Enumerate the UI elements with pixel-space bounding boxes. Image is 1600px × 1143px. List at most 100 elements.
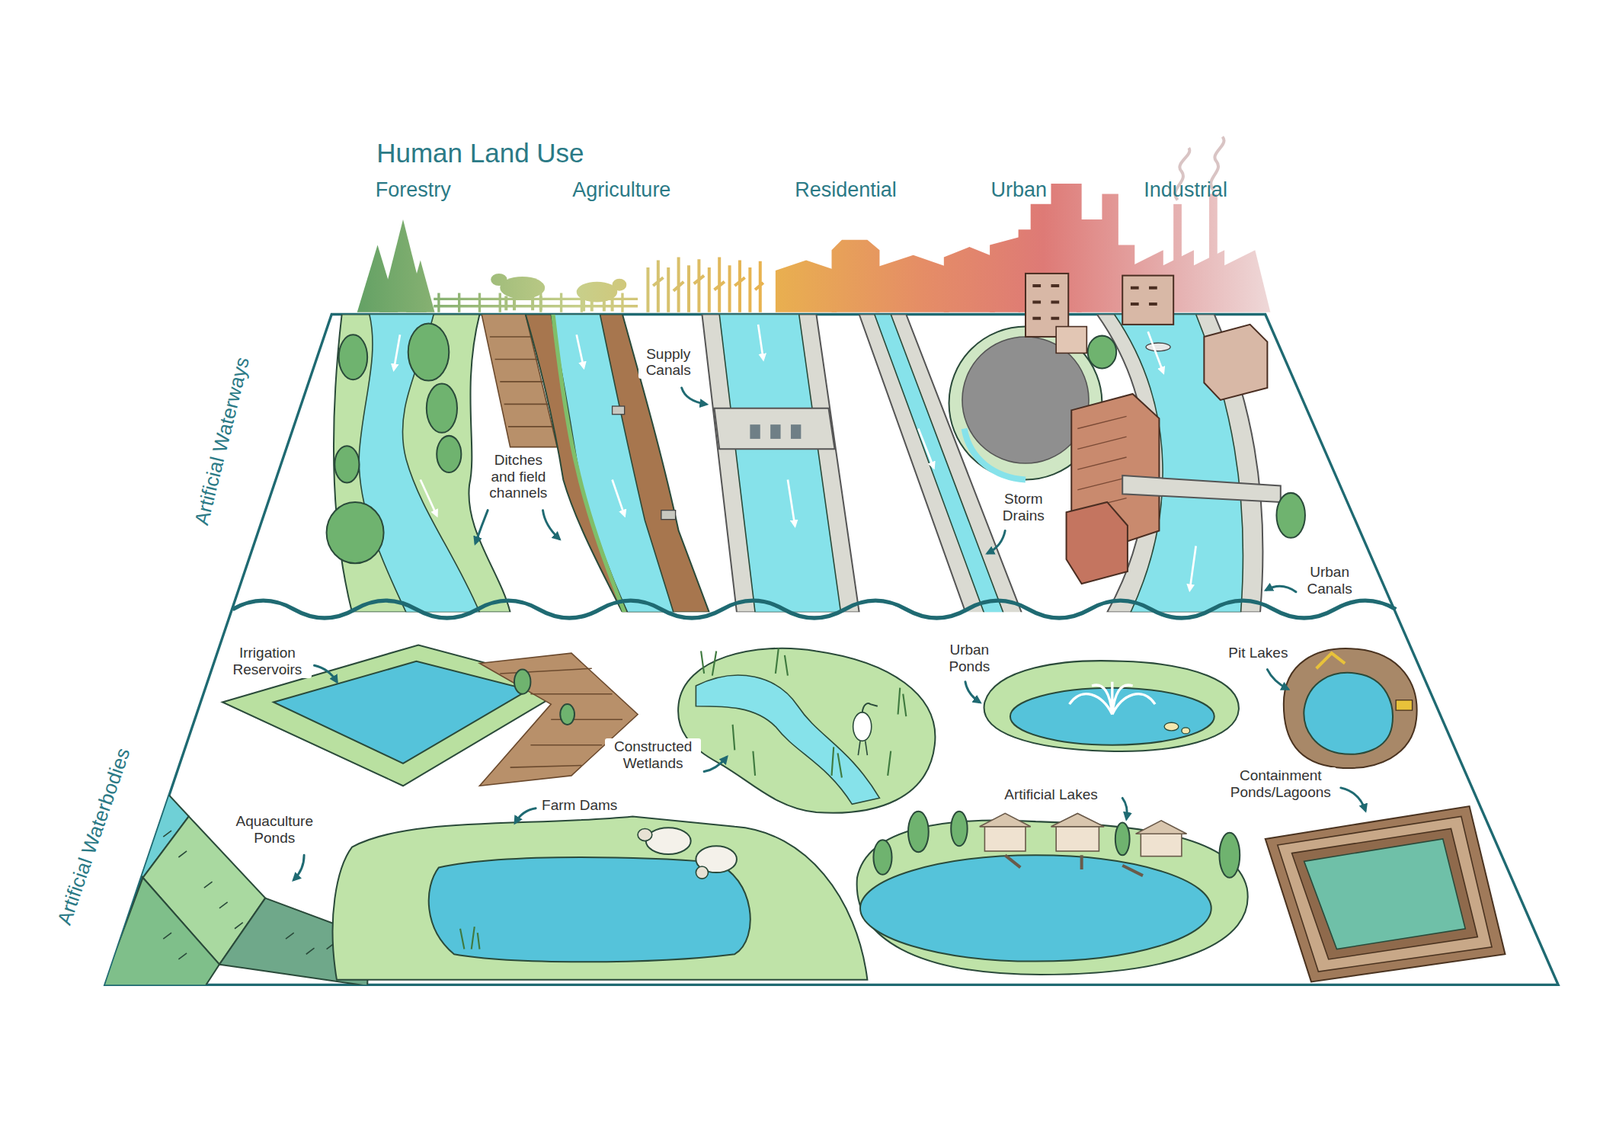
waterways-illustration: [962, 336, 1089, 464]
waterbodies-illustration: [853, 712, 872, 742]
waterbodies-illustration: [1283, 648, 1418, 768]
waterbodies-illustration: [514, 669, 531, 695]
waterbodies-illustration: [979, 812, 1031, 826]
land-use-label-anchor: Industrial: [1143, 178, 1228, 202]
waterbodies-illustration: [646, 827, 692, 855]
land-use-label-anchor: Residential: [794, 178, 897, 202]
waterways-illustration: [408, 323, 450, 381]
waterways-illustration: [612, 479, 625, 516]
waterbodies-illustration: [984, 660, 1239, 752]
urban-buildings: [1122, 275, 1174, 325]
waterbodies-illustration: [428, 857, 751, 962]
waterways-illustration: [426, 384, 458, 433]
land-use-skyline: [505, 295, 541, 311]
waterbodies-illustration: [1164, 722, 1179, 731]
waterways-illustration: [1145, 342, 1171, 352]
waterbodies-illustration: [1140, 832, 1182, 857]
waterways-illustration: [1077, 416, 1127, 510]
waterways-illustration: [719, 314, 841, 613]
waterbodies-illustration: [1277, 816, 1492, 972]
waterbodies-illustration: [102, 877, 220, 989]
callout-label-anchor: Farm Dams: [540, 796, 619, 814]
waterways-illustration: [964, 428, 1026, 480]
urban-buildings: [1203, 324, 1268, 400]
waterbodies-illustration: [860, 854, 1212, 961]
leader-arrow: [1267, 669, 1288, 689]
waterbodies-illustration: [695, 675, 880, 804]
waterbodies-illustration: [862, 703, 878, 713]
leader-arrow: [515, 808, 536, 823]
callout-label-anchor: Supply Canals: [638, 345, 699, 380]
callout-label-anchor: Storm Drains: [993, 490, 1054, 525]
land-use-label-anchor: Urban: [990, 178, 1047, 202]
waterways-illustration: [661, 510, 676, 520]
waterways-illustration: [436, 435, 461, 473]
callout-label-anchor: Aquaculture Ponds: [227, 812, 321, 847]
land-use-skyline: [775, 260, 837, 313]
waterways-illustration: [701, 314, 859, 613]
waterbodies-illustration: [1004, 854, 1143, 876]
waterways-illustration: [1066, 502, 1128, 584]
callout-label-anchor: Ditches and field channels: [480, 451, 557, 503]
section-label: Artificial Waterbodies: [52, 745, 135, 928]
urban-buildings: [1056, 326, 1087, 354]
waterbodies-illustration: [1050, 812, 1104, 826]
waterbodies-illustration: [560, 704, 575, 725]
divider-wave: [232, 600, 1396, 618]
waterways-illustration: [749, 424, 760, 439]
waterbodies-illustration: [1395, 700, 1412, 711]
callout-label: Storm Drains: [993, 490, 1054, 525]
land-use-skyline: [647, 257, 763, 313]
leader-arrow: [543, 510, 560, 540]
callout-label: Constructed Wetlands: [604, 738, 701, 772]
land-use-label: Residential: [794, 178, 897, 202]
callout-label: Artificial Lakes: [1002, 786, 1100, 804]
callout-label: Pit Lakes: [1226, 644, 1290, 662]
waterbodies-illustration: [1304, 838, 1466, 950]
waterbodies-illustration: [1136, 820, 1188, 834]
callout-label-anchor: Containment Ponds/Lagoons: [1225, 767, 1337, 801]
waterways-illustration: [420, 479, 437, 516]
waterbodies-illustration: [1316, 652, 1346, 669]
land-use-skyline: [490, 273, 507, 286]
callout-label: Urban Ponds: [940, 641, 998, 676]
waterbodies-illustration: [1219, 832, 1240, 878]
callout-label-anchor: Constructed Wetlands: [604, 738, 701, 772]
section-label: Artificial Waterways: [190, 354, 255, 527]
urban-buildings: [1025, 273, 1268, 400]
waterbodies-illustration: [637, 828, 653, 842]
diagram-title-anchor: Human Land Use: [376, 137, 584, 169]
callout-label-anchor: Urban Ponds: [940, 641, 998, 676]
land-use-skyline: [1209, 193, 1218, 267]
callout-label-anchor: Irrigation Reservoirs: [223, 644, 312, 679]
land-use-skyline: [1076, 193, 1119, 312]
waterbodies-illustration: [499, 668, 623, 768]
waterbodies-illustration: [908, 811, 929, 853]
waterbodies-illustration: [1069, 681, 1156, 715]
waterbodies-illustration: [1303, 672, 1393, 755]
waterways-illustration: [339, 334, 368, 380]
land-use-skyline: [583, 298, 613, 311]
callout-label: Aquaculture Ponds: [227, 812, 321, 847]
waterways-illustration: [553, 314, 625, 613]
land-use-skyline: [406, 260, 436, 313]
land-use-skyline: [944, 246, 996, 313]
leader-arrow: [475, 510, 488, 544]
land-use-skyline: [832, 240, 880, 313]
callout-label-anchor: Urban Canals: [1299, 563, 1360, 598]
leader-arrow: [987, 530, 1005, 553]
land-use-skyline: [1173, 204, 1182, 268]
waterways-illustration: [714, 408, 836, 450]
callout-label-anchor: Pit Lakes: [1226, 644, 1290, 662]
waterways-illustration: [576, 334, 584, 368]
waterways-illustration: [326, 314, 1306, 618]
land-use-label: Industrial: [1143, 178, 1228, 202]
leader-arrow: [1340, 787, 1366, 810]
land-use-label-anchor: Forestry: [375, 178, 452, 202]
waterbodies-illustration: [1292, 828, 1479, 960]
waterways-illustration: [358, 314, 480, 613]
land-use-skyline: [989, 236, 1021, 313]
waterbodies-illustration: [700, 647, 906, 778]
waterbodies-illustration: [273, 661, 529, 764]
callout-label: Urban Canals: [1299, 563, 1360, 598]
